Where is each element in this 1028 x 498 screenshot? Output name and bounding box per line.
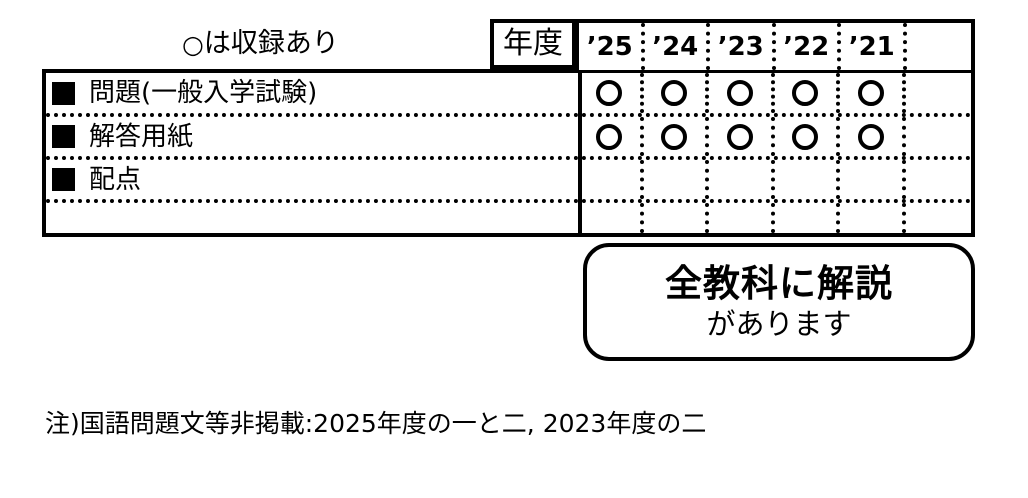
circle-mark-icon (792, 80, 819, 106)
year-header-cell: ’24 (645, 23, 710, 70)
mark-cell-empty (906, 117, 972, 156)
circle-mark-icon (595, 80, 622, 106)
year-label-text: 年度 (503, 26, 563, 61)
row-marks (578, 117, 971, 156)
mark-cell-empty (578, 203, 644, 233)
mark-cell-empty (906, 73, 972, 113)
commentary-callout: 全教科に解説 があります (583, 243, 975, 361)
mark-cell (578, 73, 644, 113)
year-header-cell-empty (907, 23, 972, 70)
row-label-text: 解答用紙 (89, 121, 194, 152)
year-header-cell: ’21 (841, 23, 907, 70)
mark-cell-empty (644, 203, 709, 233)
year-header-cell: ’23 (710, 23, 776, 70)
square-bullet-icon (52, 125, 75, 148)
circle-mark-icon (661, 80, 688, 106)
contents-table: 問題(一般入学試験) 解答用紙 配点 (42, 69, 975, 237)
mark-cell-empty (906, 160, 972, 199)
callout-line-1: 全教科に解説 (665, 262, 893, 305)
square-bullet-icon (52, 168, 75, 191)
table-row: 配点 (46, 160, 971, 203)
table-row-blank (46, 203, 971, 233)
mark-cell-empty (775, 160, 840, 199)
circle-mark-icon (857, 80, 884, 106)
mark-cell (840, 117, 906, 156)
mark-cell (775, 117, 840, 156)
circle-mark-icon (726, 80, 753, 106)
row-label-cell-blank (46, 203, 578, 233)
mark-cell (775, 73, 840, 113)
row-label-cell: 解答用紙 (46, 117, 578, 156)
mark-cell-empty (644, 160, 709, 199)
mark-cell (709, 73, 775, 113)
circle-mark-icon (661, 123, 688, 150)
circle-mark-icon (595, 123, 622, 150)
legend-text: は収録あり (203, 28, 339, 59)
row-label-cell: 配点 (46, 160, 578, 199)
table-row: 問題(一般入学試験) (46, 73, 971, 117)
row-marks (578, 73, 971, 113)
table-row: 解答用紙 (46, 117, 971, 160)
mark-cell (840, 73, 906, 113)
year-label-box: 年度 (490, 19, 576, 69)
mark-cell-empty (709, 203, 775, 233)
mark-cell (709, 117, 775, 156)
mark-cell (644, 73, 709, 113)
row-marks (578, 203, 971, 233)
row-label-text: 問題(一般入学試験) (89, 78, 318, 108)
mark-cell-empty (840, 203, 906, 233)
year-header-row: ’25 ’24 ’23 ’22 ’21 (575, 19, 975, 70)
callout-line-2: があります (706, 307, 852, 341)
table-vertical-divider (578, 73, 582, 233)
circle-mark-icon (792, 123, 819, 150)
mark-cell-empty (775, 203, 840, 233)
row-label-cell: 問題(一般入学試験) (46, 73, 578, 113)
row-label-text: 配点 (89, 164, 142, 195)
mark-cell (578, 117, 644, 156)
footnote: 注)国語問題文等非掲載:2025年度の一と二, 2023年度の二 (45, 409, 707, 438)
year-header-cell: ’22 (776, 23, 841, 70)
year-header-cell: ’25 (579, 23, 645, 70)
row-marks (578, 160, 971, 199)
mark-cell-empty (709, 160, 775, 199)
circle-mark-icon (857, 123, 884, 150)
mark-cell-empty (840, 160, 906, 199)
mark-cell-empty (906, 203, 972, 233)
mark-cell (644, 117, 709, 156)
square-bullet-icon (52, 81, 75, 105)
legend-line: ○は収録あり (182, 27, 339, 62)
mark-cell-empty (578, 160, 644, 199)
circle-legend-icon: ○ (182, 30, 204, 59)
circle-mark-icon (726, 123, 753, 150)
